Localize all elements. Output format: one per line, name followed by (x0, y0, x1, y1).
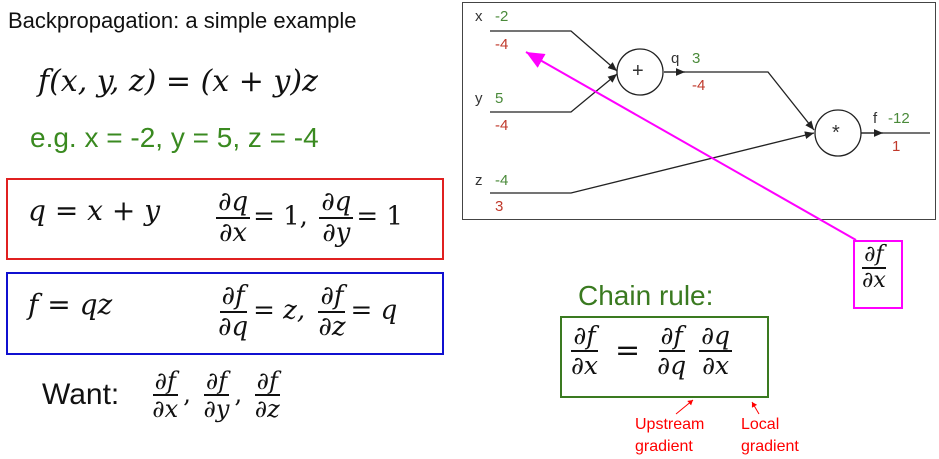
chain-rule-equation: ∂f∂x = ∂f∂q ∂q∂x (566, 322, 735, 379)
y-label: y (475, 90, 483, 107)
y-gradient: -4 (495, 117, 509, 134)
z-value: -4 (495, 172, 509, 189)
numerator: ∂f (219, 281, 247, 313)
edge-q-to-mul (664, 71, 815, 131)
separator: , (234, 379, 243, 408)
df-dx: ∂f∂x (569, 322, 600, 379)
function-lhs: f(x, y, z) (38, 64, 157, 99)
denominator: ∂q (218, 311, 249, 342)
chain-rule-box: ∂f∂x = ∂f∂q ∂q∂x (560, 316, 769, 398)
df-dx: ∂f∂x (150, 368, 180, 423)
denominator: ∂z (254, 395, 280, 424)
q-derivatives: ∂q∂x= 1, ∂q∂y= 1 (213, 188, 403, 247)
denominator: ∂y (322, 217, 351, 248)
denominator: ∂z (318, 311, 346, 342)
numerator: ∂f (658, 321, 685, 352)
numerator: ∂f (203, 367, 230, 397)
edge-y-to-add (490, 73, 618, 113)
computational-graph (462, 2, 936, 220)
edge-z-to-mul (490, 131, 815, 194)
y-value: 5 (495, 90, 504, 107)
df-dz: ∂f∂z (253, 368, 282, 423)
upstream-line2: gradient (635, 438, 693, 455)
dq-dx-value: = 1, (253, 201, 308, 232)
want-label: Want: (42, 378, 120, 412)
function-rhs: (x + y)z (200, 64, 318, 99)
local-gradient-label: Local gradient (741, 414, 799, 458)
df-dy: ∂f∂y (201, 368, 231, 423)
highlight-box (853, 240, 903, 309)
add-operator: + (632, 60, 644, 82)
f-value: -12 (888, 110, 910, 127)
x-label: x (475, 8, 483, 25)
z-label: z (475, 172, 483, 189)
q-equation-box: q = x + y ∂q∂x= 1, ∂q∂y= 1 (6, 178, 444, 260)
mul-node (814, 109, 862, 157)
df-dq: ∂f∂q (655, 322, 688, 379)
separator: , (183, 379, 191, 408)
x-gradient: -4 (495, 36, 509, 53)
f-label: f (873, 110, 878, 127)
numerator: ∂f (571, 321, 598, 352)
x-value: -2 (495, 8, 509, 25)
dq-dx: ∂q∂x (216, 187, 251, 248)
local-line2: gradient (741, 438, 799, 455)
q-value: 3 (692, 50, 701, 67)
upstream-line1: Upstream (635, 416, 705, 433)
highlight-derivative: ∂f∂x (857, 242, 891, 294)
z-gradient: 3 (495, 198, 504, 215)
numerator: ∂f (318, 281, 346, 313)
function-definition: f(x, y, z) = (x + y)z (38, 64, 318, 99)
numerator: ∂q (319, 187, 354, 219)
df-dz: ∂f∂z (316, 282, 347, 341)
numerator: ∂f (152, 367, 178, 397)
denominator: ∂x (218, 217, 248, 248)
df-dq: ∂f∂q (216, 282, 250, 341)
dq-dy: ∂q∂y (319, 187, 354, 248)
numerator: ∂q (216, 187, 251, 219)
df-dq-value: = z, (253, 295, 306, 326)
dq-dx: ∂q∂x (699, 321, 733, 380)
equals: = (165, 64, 192, 99)
denominator: ∂x (571, 350, 599, 380)
denominator: ∂x (702, 350, 730, 380)
f-derivatives: ∂f∂q= z, ∂f∂z= q (213, 282, 397, 341)
chain-rule-title: Chain rule: (578, 280, 714, 311)
f-definition: f = qz (28, 288, 113, 321)
f-gradient: 1 (892, 138, 901, 155)
df-dz-value: = q (350, 295, 398, 326)
edge-x-to-add (490, 30, 618, 72)
numerator: ∂f (254, 367, 280, 397)
q-gradient: -4 (692, 77, 706, 94)
example-values: e.g. x = -2, y = 5, z = -4 (30, 122, 319, 153)
mul-operator: * (832, 122, 840, 144)
dq-dy-value: = 1 (356, 201, 403, 232)
add-node (616, 48, 664, 96)
want-line: Want: ∂f∂x, ∂f∂y, ∂f∂z (42, 368, 285, 423)
highlight-arrow (525, 51, 857, 241)
slide-title: Backpropagation: a simple example (8, 8, 357, 33)
local-line1: Local (741, 416, 780, 433)
numerator: ∂f (862, 242, 886, 270)
f-equation-box: f = qz ∂f∂q= z, ∂f∂z= q (6, 272, 444, 355)
denominator: ∂x (862, 268, 886, 294)
want-fractions: ∂f∂x, ∂f∂y, ∂f∂z (147, 368, 285, 423)
numerator: ∂q (699, 321, 733, 352)
denominator: ∂x (152, 395, 179, 424)
upstream-gradient-label: Upstream gradient (635, 414, 704, 458)
q-label: q (671, 50, 680, 67)
equals: = (615, 333, 641, 368)
denominator: ∂q (657, 350, 687, 380)
denominator: ∂y (203, 395, 230, 424)
q-definition: q = x + y (28, 194, 161, 227)
